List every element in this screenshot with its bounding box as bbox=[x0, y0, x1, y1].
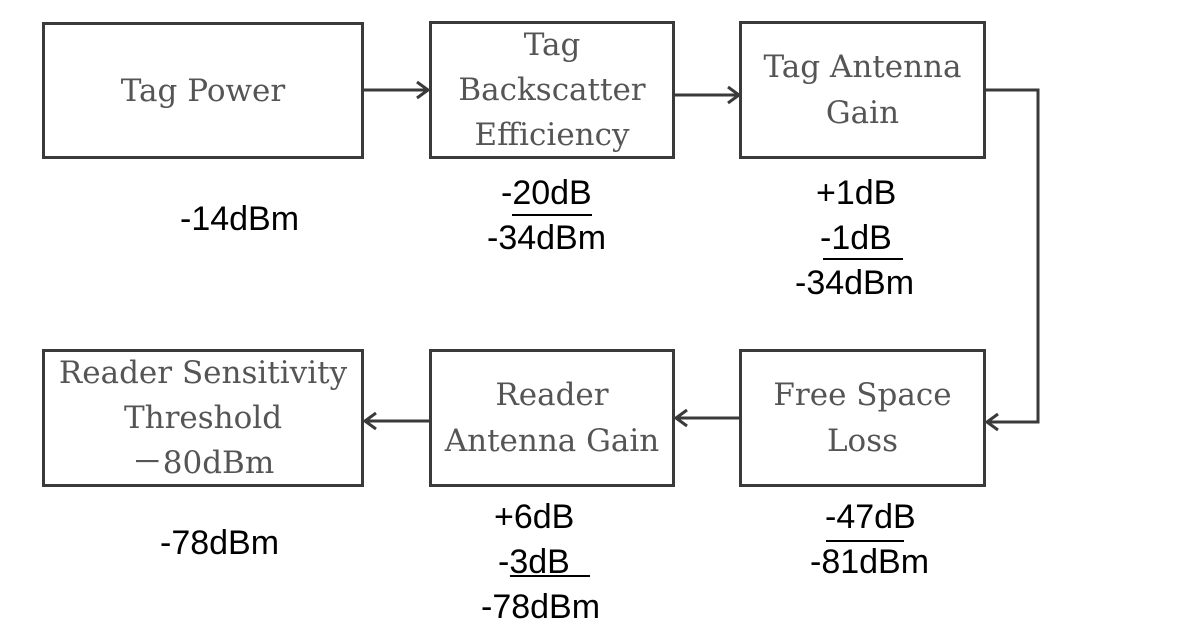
free-space-values: -47dB -81dBm bbox=[810, 495, 929, 585]
box-label: Free Space bbox=[773, 377, 952, 413]
sum-underline bbox=[823, 258, 903, 260]
tag-antenna-gain-box: Tag Antenna Gain bbox=[739, 21, 986, 159]
box-label: Tag Power bbox=[120, 72, 286, 109]
free-space-loss-box: Free Space Loss bbox=[739, 349, 986, 487]
value-line: -34dBm bbox=[487, 219, 607, 257]
box-label: Threshold bbox=[123, 399, 283, 436]
reader-antenna-values: +6dB -3dB -78dBm bbox=[481, 495, 600, 630]
reader-sensitivity-value: -78dBm bbox=[160, 521, 279, 566]
value-line: -14dBm bbox=[180, 200, 300, 238]
reader-sensitivity-box: Reader Sensitivity Threshold －80dBm bbox=[42, 349, 364, 487]
arrow-power-to-backscatter bbox=[363, 80, 431, 100]
box-label: －80dBm bbox=[131, 444, 275, 481]
sum-underline bbox=[826, 540, 904, 542]
box-label: Antenna Gain bbox=[444, 423, 660, 459]
tag-power-value: -14dBm bbox=[180, 197, 299, 242]
tag-backscatter-box: Tag Backscatter Efficiency bbox=[429, 21, 675, 159]
value-line: +1dB bbox=[816, 174, 897, 212]
value-line: -20dB bbox=[501, 174, 592, 212]
value-line: -34dBm bbox=[795, 264, 915, 302]
value-line: -1dB bbox=[820, 219, 892, 257]
box-label: Reader bbox=[495, 377, 609, 413]
tag-backscatter-values: -20dB -34dBm bbox=[487, 171, 606, 261]
arrow-backscatter-to-antenna bbox=[674, 85, 742, 105]
arrow-antenna-to-freespace bbox=[984, 88, 1040, 432]
value-line: -78dBm bbox=[481, 588, 601, 626]
arrow-freespace-to-reader-antenna bbox=[673, 408, 740, 428]
value-line: -3dB bbox=[498, 543, 570, 581]
box-label: Tag bbox=[523, 26, 581, 63]
arrow-reader-antenna-to-sensitivity bbox=[362, 411, 429, 431]
box-label: Efficiency bbox=[474, 116, 630, 153]
box-label: Loss bbox=[826, 423, 899, 459]
box-label: Backscatter bbox=[458, 71, 646, 108]
sum-underline bbox=[512, 214, 592, 216]
reader-antenna-gain-box: Reader Antenna Gain bbox=[429, 349, 675, 487]
tag-power-box: Tag Power bbox=[42, 22, 364, 159]
sum-underline bbox=[510, 575, 590, 577]
box-label: Gain bbox=[825, 95, 900, 131]
box-label: Reader Sensitivity bbox=[58, 354, 348, 391]
value-line: +6dB bbox=[494, 498, 575, 536]
tag-antenna-values: +1dB -1dB -34dBm bbox=[795, 171, 914, 306]
box-label: Tag Antenna bbox=[763, 49, 962, 85]
value-line: -78dBm bbox=[160, 524, 280, 562]
value-line: -47dB bbox=[825, 498, 916, 536]
value-line: -81dBm bbox=[810, 543, 930, 581]
